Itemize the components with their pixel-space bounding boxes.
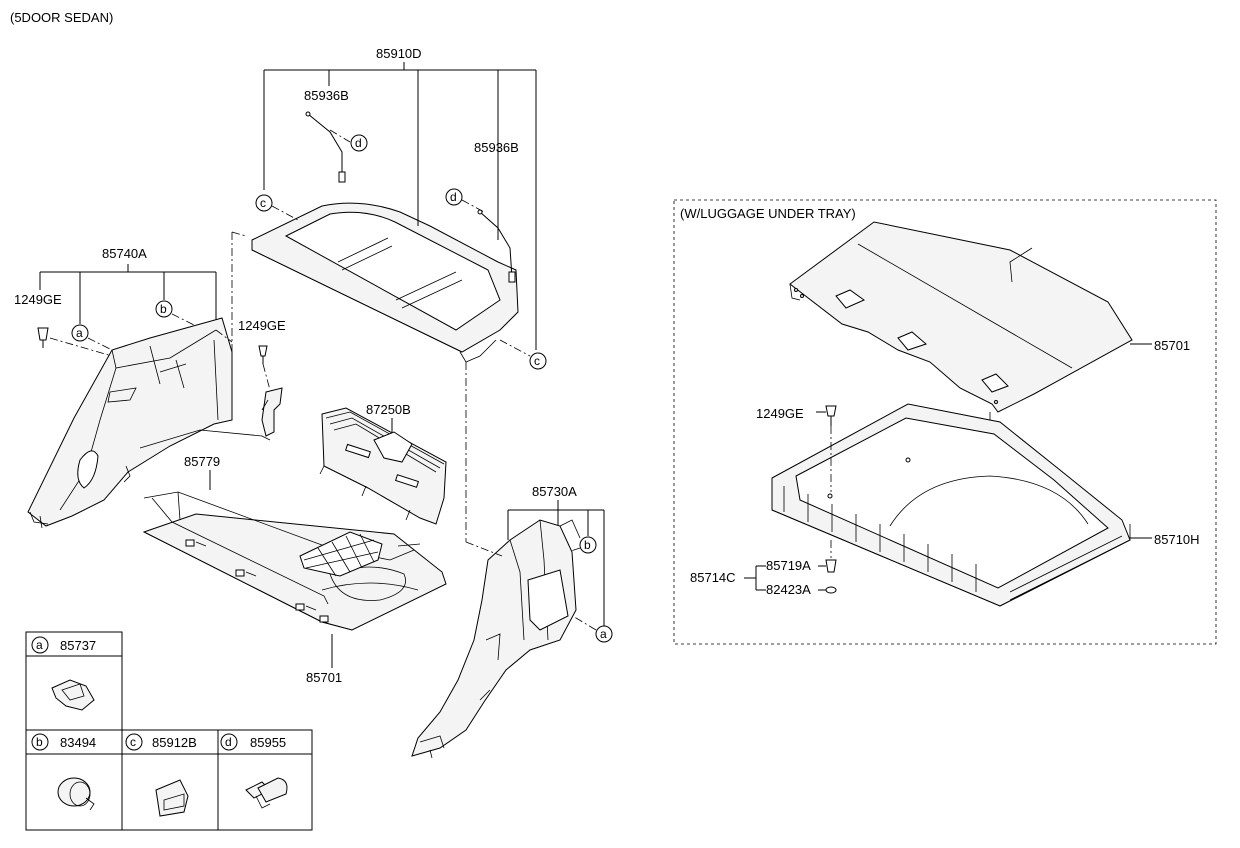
marker-a-left-text: a — [76, 326, 83, 340]
callout-87250B[interactable]: 87250B — [366, 402, 411, 417]
side-bracket[interactable] — [261, 387, 283, 437]
right-trim-bracket — [507, 500, 605, 626]
screw-mid[interactable] — [258, 345, 268, 364]
callout-1249GE-left[interactable]: 1249GE — [14, 292, 62, 307]
callout-85730A[interactable]: 85730A — [532, 484, 577, 499]
luggage-under-tray[interactable] — [771, 403, 1131, 607]
left-trim-bracket — [39, 264, 217, 330]
marker-a-right — [595, 625, 613, 643]
legend-a[interactable]: a 85737 — [31, 636, 96, 711]
retainer-washer[interactable] — [825, 586, 837, 594]
variant-label: (5DOOR SEDAN) — [10, 10, 113, 25]
legend-a-part: 85737 — [60, 638, 96, 653]
legend-c[interactable]: c 85912B — [125, 733, 197, 817]
fastener-d-icon — [245, 777, 288, 809]
screw-left[interactable] — [37, 327, 49, 348]
marker-d-right — [445, 188, 463, 206]
cargo-net[interactable] — [143, 491, 421, 605]
luggage-covering-mat[interactable] — [142, 513, 447, 631]
inset-frame — [673, 199, 1217, 645]
legend-b-part: 83494 — [60, 735, 96, 750]
legend-c-part: 85912B — [152, 735, 197, 750]
marker-b-right-text: b — [584, 538, 591, 552]
left-side-trim[interactable] — [27, 317, 233, 529]
callout-85936B-left[interactable]: 85936B — [304, 88, 349, 103]
package-tray-shelf[interactable] — [251, 202, 519, 363]
marker-d-left — [350, 134, 368, 152]
callout-85740A[interactable]: 85740A — [102, 246, 147, 261]
callout-1249GE-tray[interactable]: 1249GE — [756, 406, 804, 421]
legend-c-letter: c — [130, 735, 136, 749]
legend-d-letter: d — [225, 735, 232, 749]
legend-d-part: 85955 — [250, 735, 286, 750]
marker-d-right-text: d — [450, 190, 457, 204]
screw-tray[interactable] — [825, 405, 837, 426]
inset-title: (W/LUGGAGE UNDER TRAY) — [680, 206, 856, 221]
legend-d[interactable]: d 85955 — [220, 733, 288, 809]
marker-d-left-text: d — [355, 136, 362, 150]
legend-a-letter: a — [36, 638, 43, 652]
shelf-callout-bracket — [263, 62, 537, 350]
callout-85714C[interactable]: 85714C — [690, 570, 736, 585]
rear-transverse-trim[interactable] — [319, 407, 447, 525]
marker-b-right — [579, 536, 597, 554]
alignment-lines — [215, 231, 503, 557]
grommet-b-icon — [57, 777, 95, 811]
marker-c-right-text: c — [534, 354, 540, 368]
marker-a-right-text: a — [600, 627, 607, 641]
luggage-board-cover[interactable] — [789, 221, 1133, 413]
trim-lower-edge — [139, 429, 271, 449]
callout-1249GE-mid[interactable]: 1249GE — [238, 318, 286, 333]
callout-85779[interactable]: 85779 — [184, 454, 220, 469]
marker-c-left-text: c — [260, 196, 266, 210]
marker-c-right — [529, 352, 547, 370]
callout-85719A[interactable]: 85719A — [766, 558, 811, 573]
clip-c-icon — [155, 779, 189, 817]
callout-85710H[interactable]: 85710H — [1154, 532, 1200, 547]
marker-b-left — [155, 300, 173, 318]
callout-85910D[interactable]: 85910D — [376, 46, 422, 61]
marker-a-left — [71, 324, 89, 342]
callout-85701-main[interactable]: 85701 — [306, 670, 342, 685]
right-side-trim[interactable] — [411, 519, 581, 759]
shelf-wire-left[interactable] — [305, 111, 346, 183]
legend-b[interactable]: b 83494 — [31, 733, 96, 811]
callout-85936B-right[interactable]: 85936B — [474, 140, 519, 155]
callout-82423A[interactable]: 82423A — [766, 582, 811, 597]
clip-a-icon — [51, 679, 95, 711]
retainer-nut[interactable] — [825, 559, 837, 573]
marker-b-left-text: b — [160, 302, 167, 316]
retainer-bracket — [744, 565, 826, 591]
legend-table — [25, 631, 313, 831]
legend-b-letter: b — [36, 735, 43, 749]
callout-85701-inset[interactable]: 85701 — [1154, 338, 1190, 353]
marker-c-left — [255, 194, 273, 212]
